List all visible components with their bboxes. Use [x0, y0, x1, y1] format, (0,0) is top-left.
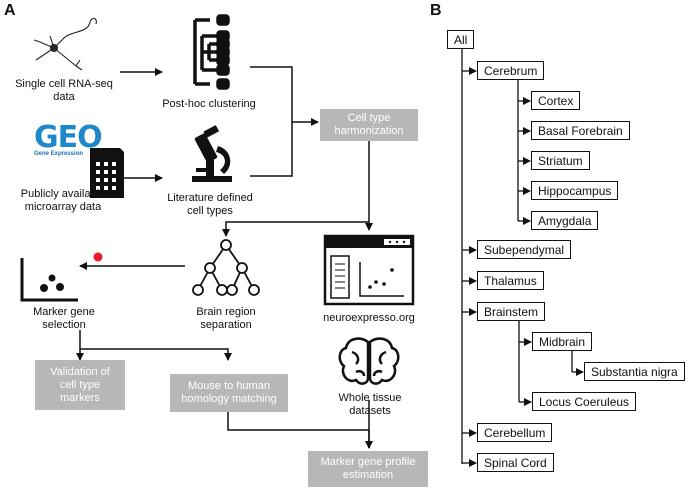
tree-node-midbrain: Midbrain	[532, 332, 593, 351]
tree-node-substantia-nigra: Substantia nigra	[584, 362, 685, 381]
whole-tissue-label: Whole tissue datasets	[338, 392, 402, 417]
microscope-icon	[192, 125, 232, 182]
tree-node-amygdala: Amygdala	[531, 211, 599, 230]
harmonization-box: Cell type harmonization	[320, 109, 418, 141]
tree-node-basal-forebrain: Basal Forebrain	[531, 121, 630, 140]
tree-node-striatum: Striatum	[531, 151, 590, 170]
validation-box: Validation of cell type markers	[35, 360, 125, 410]
panel-b-connectors	[461, 49, 584, 467]
tree-node-thalamus: Thalamus	[477, 271, 544, 290]
panel-a-letter: A	[4, 2, 16, 19]
microarray-chip-icon	[90, 148, 124, 198]
tree-node-cerebrum: Cerebrum	[477, 61, 545, 80]
marker-gene-plot-icon	[20, 252, 103, 302]
tree-node-locus-coeruleus: Locus Coeruleus	[532, 392, 637, 411]
marker-selection-label: Marker gene selection	[33, 306, 95, 331]
panel-b-letter: B	[430, 2, 442, 19]
geo-logo: GEO Gene Expression	[34, 120, 103, 158]
scrnaseq-label: Single cell RNA-seq data	[15, 78, 113, 103]
clustering-label: Post-hoc clustering	[162, 98, 256, 110]
tree-node-cortex: Cortex	[531, 91, 581, 110]
profile-estimation-box: Marker gene profile estimation	[308, 451, 428, 487]
tree-node-hippocampus: Hippocampus	[531, 181, 619, 200]
clustering-dendrogram-icon	[193, 14, 230, 90]
panel-a-connectors	[76, 66, 373, 449]
tree-node-subependymal: Subependymal	[477, 240, 572, 259]
tree-node-all: All	[447, 30, 475, 49]
microarray-label: Publicly available microarray data	[20, 188, 106, 213]
neuron-icon	[33, 17, 97, 71]
brain-icon	[338, 337, 400, 385]
tree-node-spinal-cord: Spinal Cord	[477, 453, 554, 472]
literature-label: Literature defined cell types	[167, 192, 253, 217]
homology-box: Mouse to human homology matching	[170, 374, 288, 412]
tree-node-cerebellum: Cerebellum	[477, 423, 553, 442]
website-label: neuroexpresso.org	[323, 312, 415, 324]
region-separation-label: Brain region separation	[196, 306, 256, 331]
geo-logo-subtitle: Gene Expression	[34, 151, 84, 157]
tree-node-brainstem: Brainstem	[477, 302, 546, 321]
geo-logo-text: GEO	[34, 120, 103, 155]
website-window-icon	[323, 234, 415, 306]
brain-region-tree-icon	[192, 239, 260, 296]
